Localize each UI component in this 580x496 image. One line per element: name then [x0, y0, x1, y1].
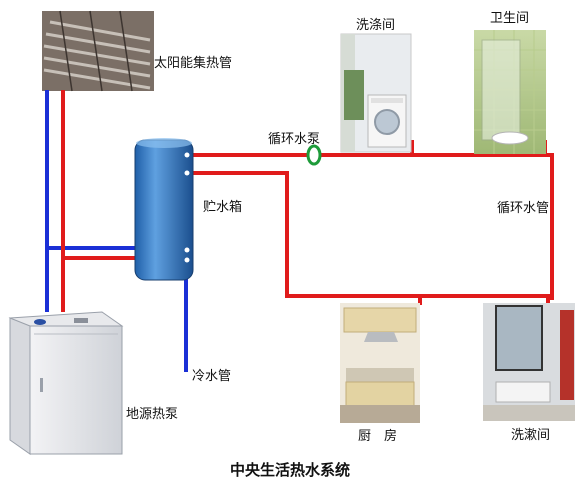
circulation-pump-icon — [308, 146, 320, 164]
washroom-image — [483, 303, 575, 421]
solar-collector-label: 太阳能集热管 — [154, 55, 232, 71]
ground-source-heat-pump-unit — [10, 312, 122, 454]
storage-tank — [135, 138, 193, 280]
storage-tank-label: 贮水箱 — [203, 199, 242, 215]
laundry-label: 洗涤间 — [356, 18, 395, 33]
kitchen-label: 厨 房 — [358, 428, 397, 444]
circulation-pump-label: 循环水泵 — [268, 132, 320, 147]
cold-water-pipe-label: 冷水管 — [192, 369, 231, 384]
diagram-title: 中央生活热水系统 — [230, 461, 350, 479]
kitchen-image — [340, 303, 420, 423]
solar-collector-image — [42, 11, 154, 91]
bathroom-image — [474, 30, 546, 154]
laundry-room-image — [341, 34, 411, 152]
circulation-pipe-label: 循环水管 — [497, 201, 549, 216]
bathroom-label: 卫生间 — [490, 11, 529, 26]
ground-source-heat-pump-label: 地源热泵 — [126, 407, 178, 422]
washroom-label: 洗漱间 — [511, 428, 550, 443]
